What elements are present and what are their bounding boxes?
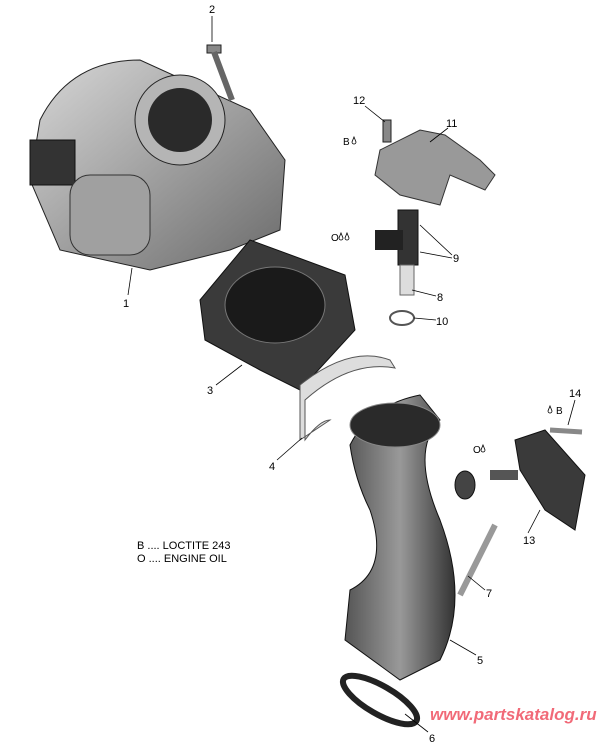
callout-12: 12 [353, 95, 365, 107]
callout-5: 5 [477, 655, 483, 667]
part-fuel-rail [374, 129, 496, 206]
part-screw-14 [549, 427, 583, 435]
leader-lines [127, 16, 576, 733]
callout-2: 2 [209, 4, 215, 16]
callout-14: 14 [569, 388, 581, 400]
callout-1: 1 [123, 298, 129, 310]
part-sensor [490, 429, 586, 531]
part-gasket [339, 672, 421, 728]
callout-10: 10 [436, 316, 448, 328]
drop-icons [338, 135, 553, 453]
part-fuel-injector [375, 209, 419, 296]
callout-8: 8 [437, 292, 443, 304]
part-screw-12 [382, 119, 392, 143]
callout-11: 11 [446, 118, 457, 130]
symbol-oil-13: O [473, 445, 481, 456]
legend-loctite: B .... LOCTITE 243 [137, 540, 231, 552]
callout-6: 6 [429, 733, 435, 745]
callout-7: 7 [486, 588, 492, 600]
part-clamp [299, 355, 397, 442]
part-screw-2 [206, 44, 235, 102]
part-screw-7 [457, 523, 498, 597]
part-throttle-body [29, 59, 286, 271]
legend-engine-oil: O .... ENGINE OIL [137, 553, 227, 565]
symbol-loctite-12: B [343, 137, 350, 148]
symbol-oil-9: O [331, 233, 339, 244]
symbol-loctite-14: B [556, 406, 563, 417]
part-o-ring [389, 310, 415, 326]
callout-3: 3 [207, 385, 213, 397]
watermark: www.partskatalog.ru [430, 705, 597, 724]
callout-9: 9 [453, 253, 459, 265]
callout-13: 13 [523, 535, 535, 547]
callout-4: 4 [269, 461, 275, 473]
part-intake-elbow [344, 394, 476, 681]
part-adapter [199, 239, 356, 391]
